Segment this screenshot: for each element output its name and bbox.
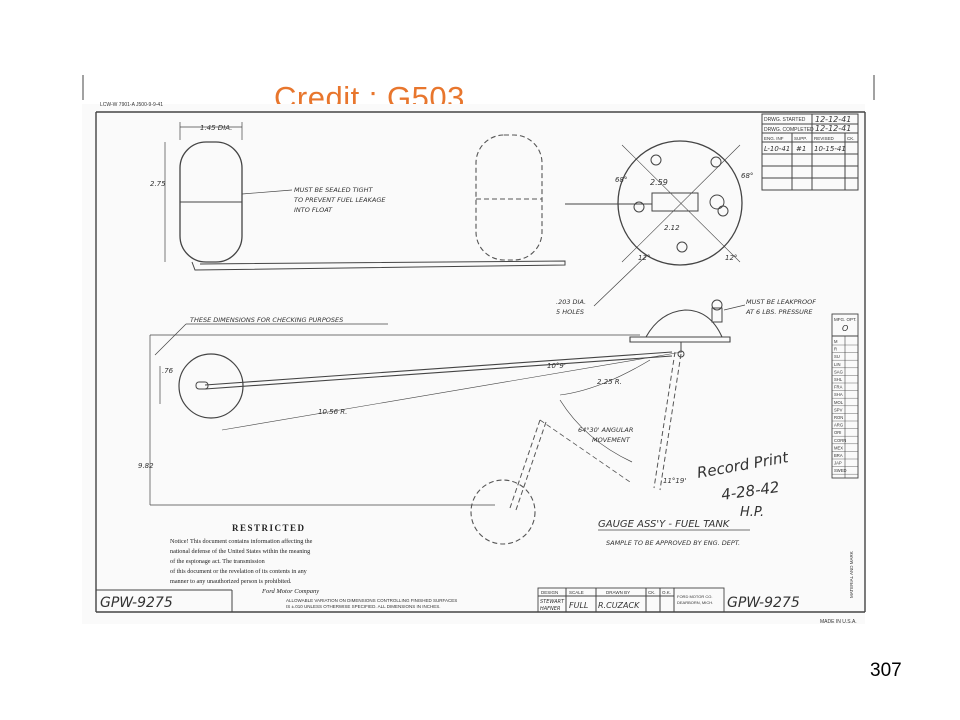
side-list-item: ORI <box>834 430 841 435</box>
float-phantom <box>475 134 543 261</box>
note-sealed-1: MUST BE SEALED TIGHT <box>294 186 373 194</box>
side-list-item: BRA <box>834 453 843 458</box>
restricted-notice: RESTRICTED Notice! This document contain… <box>170 523 319 595</box>
side-list-item: M <box>834 339 838 344</box>
restricted-heading: RESTRICTED <box>232 523 306 533</box>
svg-text:LCW-W 7901-A J500-9-9-41: LCW-W 7901-A J500-9-9-41 <box>100 102 163 108</box>
drwg-completed-value: 12-12-41 <box>815 124 851 133</box>
material-label: MATERIAL AND MARK <box>849 551 854 598</box>
radius-1056: 10.56 R. <box>318 408 347 416</box>
side-list-item: ARG <box>834 423 843 428</box>
side-list-item: MEX <box>834 445 843 450</box>
bottom-title-strip: GPW-9275 ALLOWABLE VARIATION ON DIMENSIO… <box>96 587 857 625</box>
dim-982: 9.82 <box>138 462 154 470</box>
gauge-side-view: MUST BE LEAKPROOF AT 6 LBS. PRESSURE <box>629 298 816 358</box>
drwg-completed-label: DRWG. COMPLETED <box>764 127 814 133</box>
note-sealed-3: INTO FLOAT <box>294 206 333 214</box>
page-number: 307 <box>870 660 902 681</box>
row1-eng: L-10-41 <box>764 145 790 153</box>
right-side-list: MFG. OPT. O MR SU LIN SAG SHL FRA SHA MOL SPV RON… <box>831 313 859 598</box>
angle-10: 10°9' <box>547 362 566 370</box>
dim-76: .76 <box>162 367 174 375</box>
side-list-item: RON <box>834 415 843 420</box>
mfg-opt-label: MFG. OPT. <box>834 317 857 322</box>
hdr-scale: SCALE <box>569 590 584 595</box>
company-line-1: FORD MOTOR CO. <box>677 594 712 599</box>
note-sealed-2: TO PREVENT FUEL LEAKAGE <box>294 196 386 204</box>
side-list-item: SPV <box>834 407 843 412</box>
company-line-2: DEARBORN, MICH. <box>677 600 713 605</box>
angle-left: 68° <box>615 176 627 184</box>
float-arm-assembly: .76 10°9' 2.25 R. 10.56 R. 9.82 <box>138 351 683 470</box>
row1-supp: #1 <box>796 145 806 153</box>
made-in: MADE IN U.S.A. <box>820 619 857 625</box>
drwg-started-value: 12-12-41 <box>815 115 851 124</box>
val-design-1: STEWART <box>540 599 565 605</box>
side-list-item: SU <box>834 354 840 359</box>
holes-note-2: 5 HOLES <box>556 308 584 316</box>
val-drawn-by: R.CUZACK <box>598 601 640 610</box>
part-number-left: GPW-9275 <box>100 595 173 611</box>
restricted-line-5: manner to any unauthorized person is pro… <box>170 578 292 585</box>
hdr-design: DESIGN <box>541 590 558 595</box>
checking-note: THESE DIMENSIONS FOR CHECKING PURPOSES <box>190 316 343 324</box>
tolerance-line-2: IS ±.010 UNLESS OTHERWISE SPECIFIED. ALL… <box>286 604 441 609</box>
gauge-title: GAUGE ASS'Y - FUEL TANK <box>598 519 731 530</box>
radius-225: 2.25 R. <box>597 378 622 386</box>
signature-line-3: H.P. <box>740 505 764 520</box>
leakproof-note-2: AT 6 LBS. PRESSURE <box>745 308 813 316</box>
col-header-2: REVISED <box>814 136 835 141</box>
hdr-ok: O.K. <box>662 590 671 595</box>
val-design-2: HAFNER <box>540 606 560 612</box>
restricted-line-4: of this document or the revelation of it… <box>170 568 308 575</box>
val-scale: FULL <box>569 601 588 610</box>
hdr-drawn-by: DRAWN BY <box>606 590 630 595</box>
side-list-item: R <box>834 347 837 352</box>
side-list-item: JAP <box>834 461 842 466</box>
angle-right: 68° <box>741 172 753 180</box>
flange-top-view: 68° 68° 2.59 2.12 12° 12° <box>565 140 753 266</box>
angle-12-right: 12° <box>725 254 737 262</box>
restricted-line-3: of the espionage act. The transmission <box>170 558 265 565</box>
side-list-item: CORN <box>834 438 846 443</box>
side-list-item: SHL <box>834 377 843 382</box>
drwg-started-label: DRWG. STARTED <box>764 117 806 123</box>
col-header-1: SUPP. <box>794 136 807 141</box>
float-side-view: 1.45 DIA. 2.75 MUST BE SEALED TIGHT TO P… <box>150 122 566 271</box>
side-list-item: MOL <box>834 400 844 405</box>
holes-note-1: .203 DIA. <box>556 298 586 306</box>
side-list-item: FRA <box>834 385 843 390</box>
side-list-item: SWED <box>834 468 847 473</box>
tolerance-line-1: ALLOWABLE VARIATION ON DIMENSIONS CONTRO… <box>286 598 457 603</box>
sample-note: SAMPLE TO BE APPROVED BY ENG. DEPT. <box>606 539 740 547</box>
float-dia-label: 1.45 DIA. <box>200 124 232 132</box>
svg-text:O: O <box>842 324 848 333</box>
dim-259: 2.59 <box>650 178 668 187</box>
hdr-ck: CK. <box>648 590 656 595</box>
side-list-item: SHA <box>834 392 843 397</box>
float-height-label: 2.75 <box>150 180 166 188</box>
restricted-line-1: Notice! This document contains informati… <box>170 538 313 545</box>
leakproof-note-1: MUST BE LEAKPROOF <box>746 298 816 306</box>
angular-movement: 64°30' ANGULAR MOVEMENT 11°19' <box>470 351 686 545</box>
angular-movement-2: MOVEMENT <box>592 436 631 444</box>
part-number-right: GPW-9275 <box>727 595 800 611</box>
col-header-3: CK. <box>847 136 855 141</box>
side-list-item: LIN <box>834 362 841 367</box>
col-header-0: ENG. INF <box>764 136 784 141</box>
angle-11: 11°19' <box>663 477 686 485</box>
angular-movement-1: 64°30' ANGULAR <box>578 426 633 434</box>
side-list-item: SAG <box>834 369 843 374</box>
ford-company: Ford Motor Company <box>261 588 319 595</box>
dim-212: 2.12 <box>664 224 680 232</box>
row1-revised: 10-15-41 <box>814 145 846 153</box>
title-block-top: DRWG. STARTED 12-12-41 DRWG. COMPLETED 1… <box>761 113 859 191</box>
restricted-line-2: national defense of the United States wi… <box>170 548 310 555</box>
